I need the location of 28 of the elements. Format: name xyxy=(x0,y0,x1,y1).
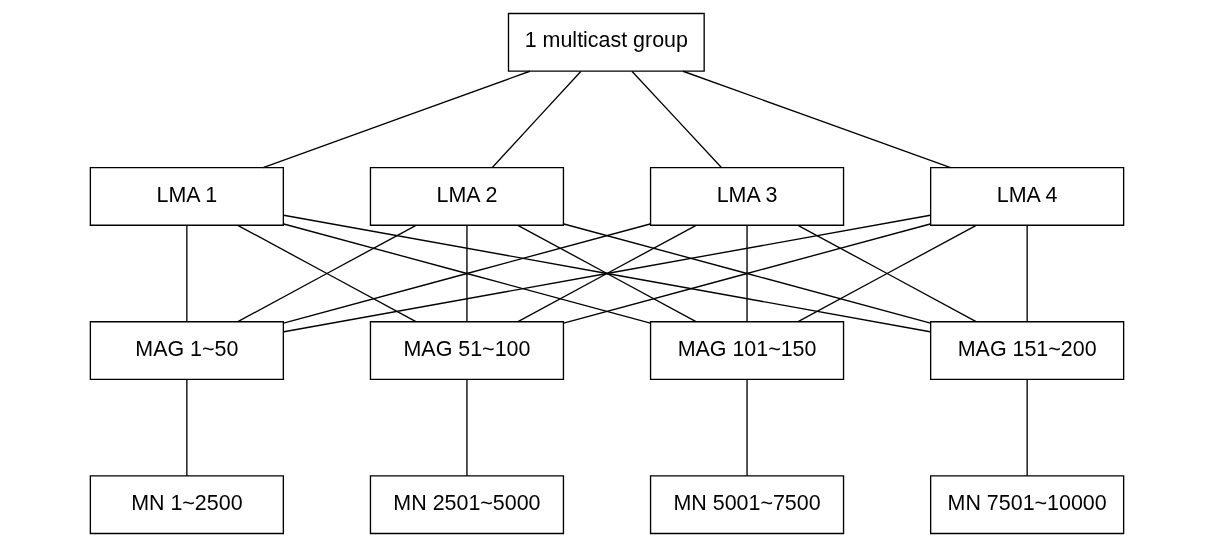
node-box: MAG 151~200 xyxy=(930,321,1125,381)
connector xyxy=(237,224,417,323)
connector xyxy=(682,70,952,169)
connector xyxy=(1026,224,1028,323)
connector xyxy=(517,224,697,323)
node-box: MN 7501~10000 xyxy=(930,475,1125,535)
connector xyxy=(466,224,468,323)
node-box: 1 multicast group xyxy=(507,12,705,72)
node-box: MAG 51~100 xyxy=(369,321,565,381)
connector xyxy=(746,224,748,323)
node-box: MAG 101~150 xyxy=(649,321,845,381)
connector xyxy=(491,70,582,169)
connector xyxy=(631,70,723,169)
node-box: LMA 2 xyxy=(369,166,565,226)
connector xyxy=(466,379,468,477)
node-box: MN 5001~7500 xyxy=(649,475,845,535)
connector xyxy=(262,70,531,169)
node-box: MN 2501~5000 xyxy=(369,475,565,535)
node-box: LMA 4 xyxy=(930,166,1125,226)
node-box: MAG 1~50 xyxy=(89,321,285,381)
node-box: MN 1~2500 xyxy=(89,475,285,535)
connector xyxy=(1026,379,1028,477)
connector xyxy=(186,224,188,323)
node-box: LMA 1 xyxy=(89,166,285,226)
connector xyxy=(746,379,748,477)
connector xyxy=(797,224,977,323)
connector xyxy=(186,379,188,477)
node-box: LMA 3 xyxy=(649,166,845,226)
